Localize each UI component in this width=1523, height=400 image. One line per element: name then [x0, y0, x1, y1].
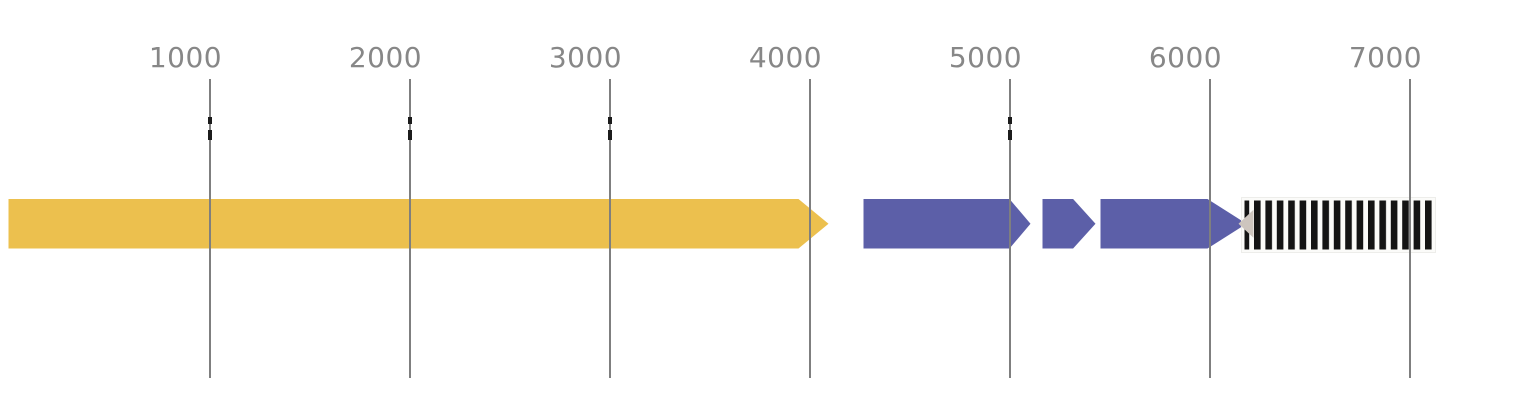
boundary-mark-5000 — [1007, 130, 1012, 140]
tick-label-2000: 2000 — [348, 41, 423, 74]
gridline-3000 — [608, 79, 611, 378]
feature-arrow-3 — [1042, 199, 1096, 249]
feature-arrow-2 — [863, 199, 1031, 249]
tick-label-4000: 4000 — [748, 41, 823, 74]
tick-label-3000: 3000 — [548, 41, 623, 74]
boundary-mark-1000 — [207, 130, 212, 140]
boundary-mark-2000 — [407, 117, 412, 124]
feature-arrow-1 — [8, 199, 829, 249]
gridline-1000 — [208, 79, 211, 378]
reverse-strand-tip — [1238, 209, 1254, 238]
feature-hatched-box-hatch — [1244, 200, 1433, 250]
feature-arrow-4 — [1100, 199, 1247, 249]
tick-label-5000: 5000 — [948, 41, 1023, 74]
boundary-mark-5000 — [1007, 117, 1012, 124]
boundary-mark-1000 — [207, 117, 212, 124]
tick-label-6000: 6000 — [1148, 41, 1223, 74]
tick-label-7000: 7000 — [1348, 41, 1423, 74]
gridline-6000 — [1208, 79, 1211, 378]
gridline-7000 — [1408, 79, 1411, 378]
gridline-5000 — [1008, 79, 1011, 378]
boundary-mark-3000 — [607, 117, 612, 124]
boundary-mark-2000 — [407, 130, 412, 140]
gridline-4000 — [808, 79, 811, 378]
tick-label-1000: 1000 — [148, 41, 223, 74]
gridline-2000 — [408, 79, 411, 378]
boundary-mark-3000 — [607, 130, 612, 140]
